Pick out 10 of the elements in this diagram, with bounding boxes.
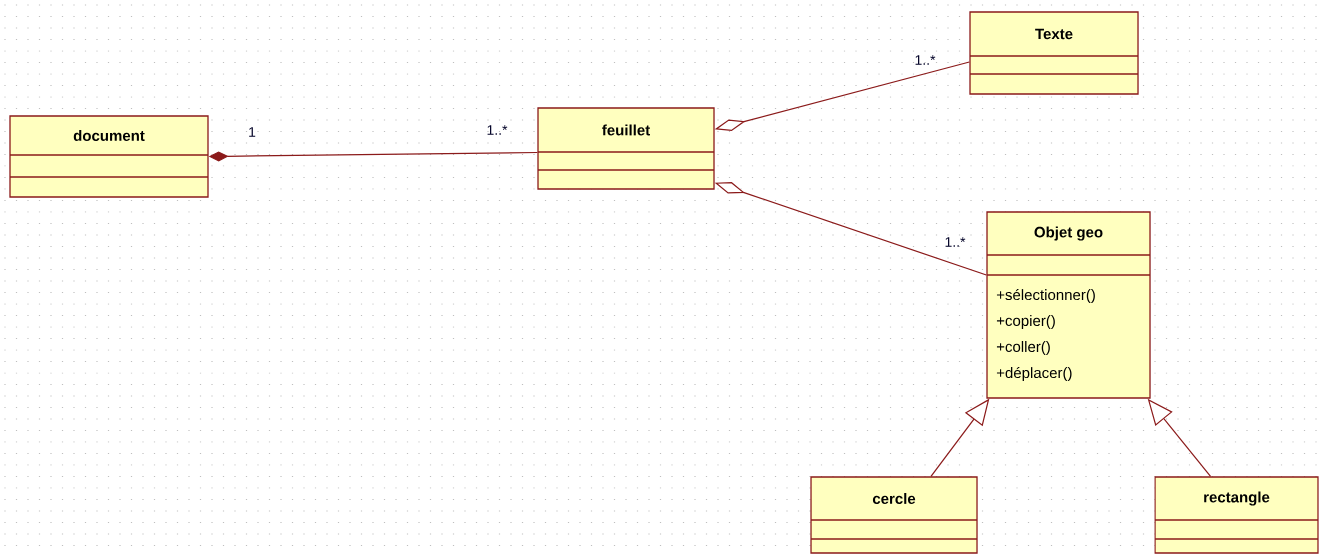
class-box: document — [9, 115, 209, 198]
class-box: cercle — [810, 476, 978, 554]
multiplicity-label: 1..* — [487, 125, 508, 135]
multiplicity-label: 1..* — [945, 237, 966, 247]
multiplicity-label: 1..* — [915, 55, 936, 65]
class-box: Texte — [969, 11, 1139, 95]
multiplicity-label: 1 — [249, 127, 256, 137]
class-box: feuillet — [537, 107, 715, 190]
class-box: Objet geo +sélectionner() +copier() +coller() +déplacer() — [986, 211, 1151, 399]
class-box: rectangle — [1154, 476, 1319, 554]
